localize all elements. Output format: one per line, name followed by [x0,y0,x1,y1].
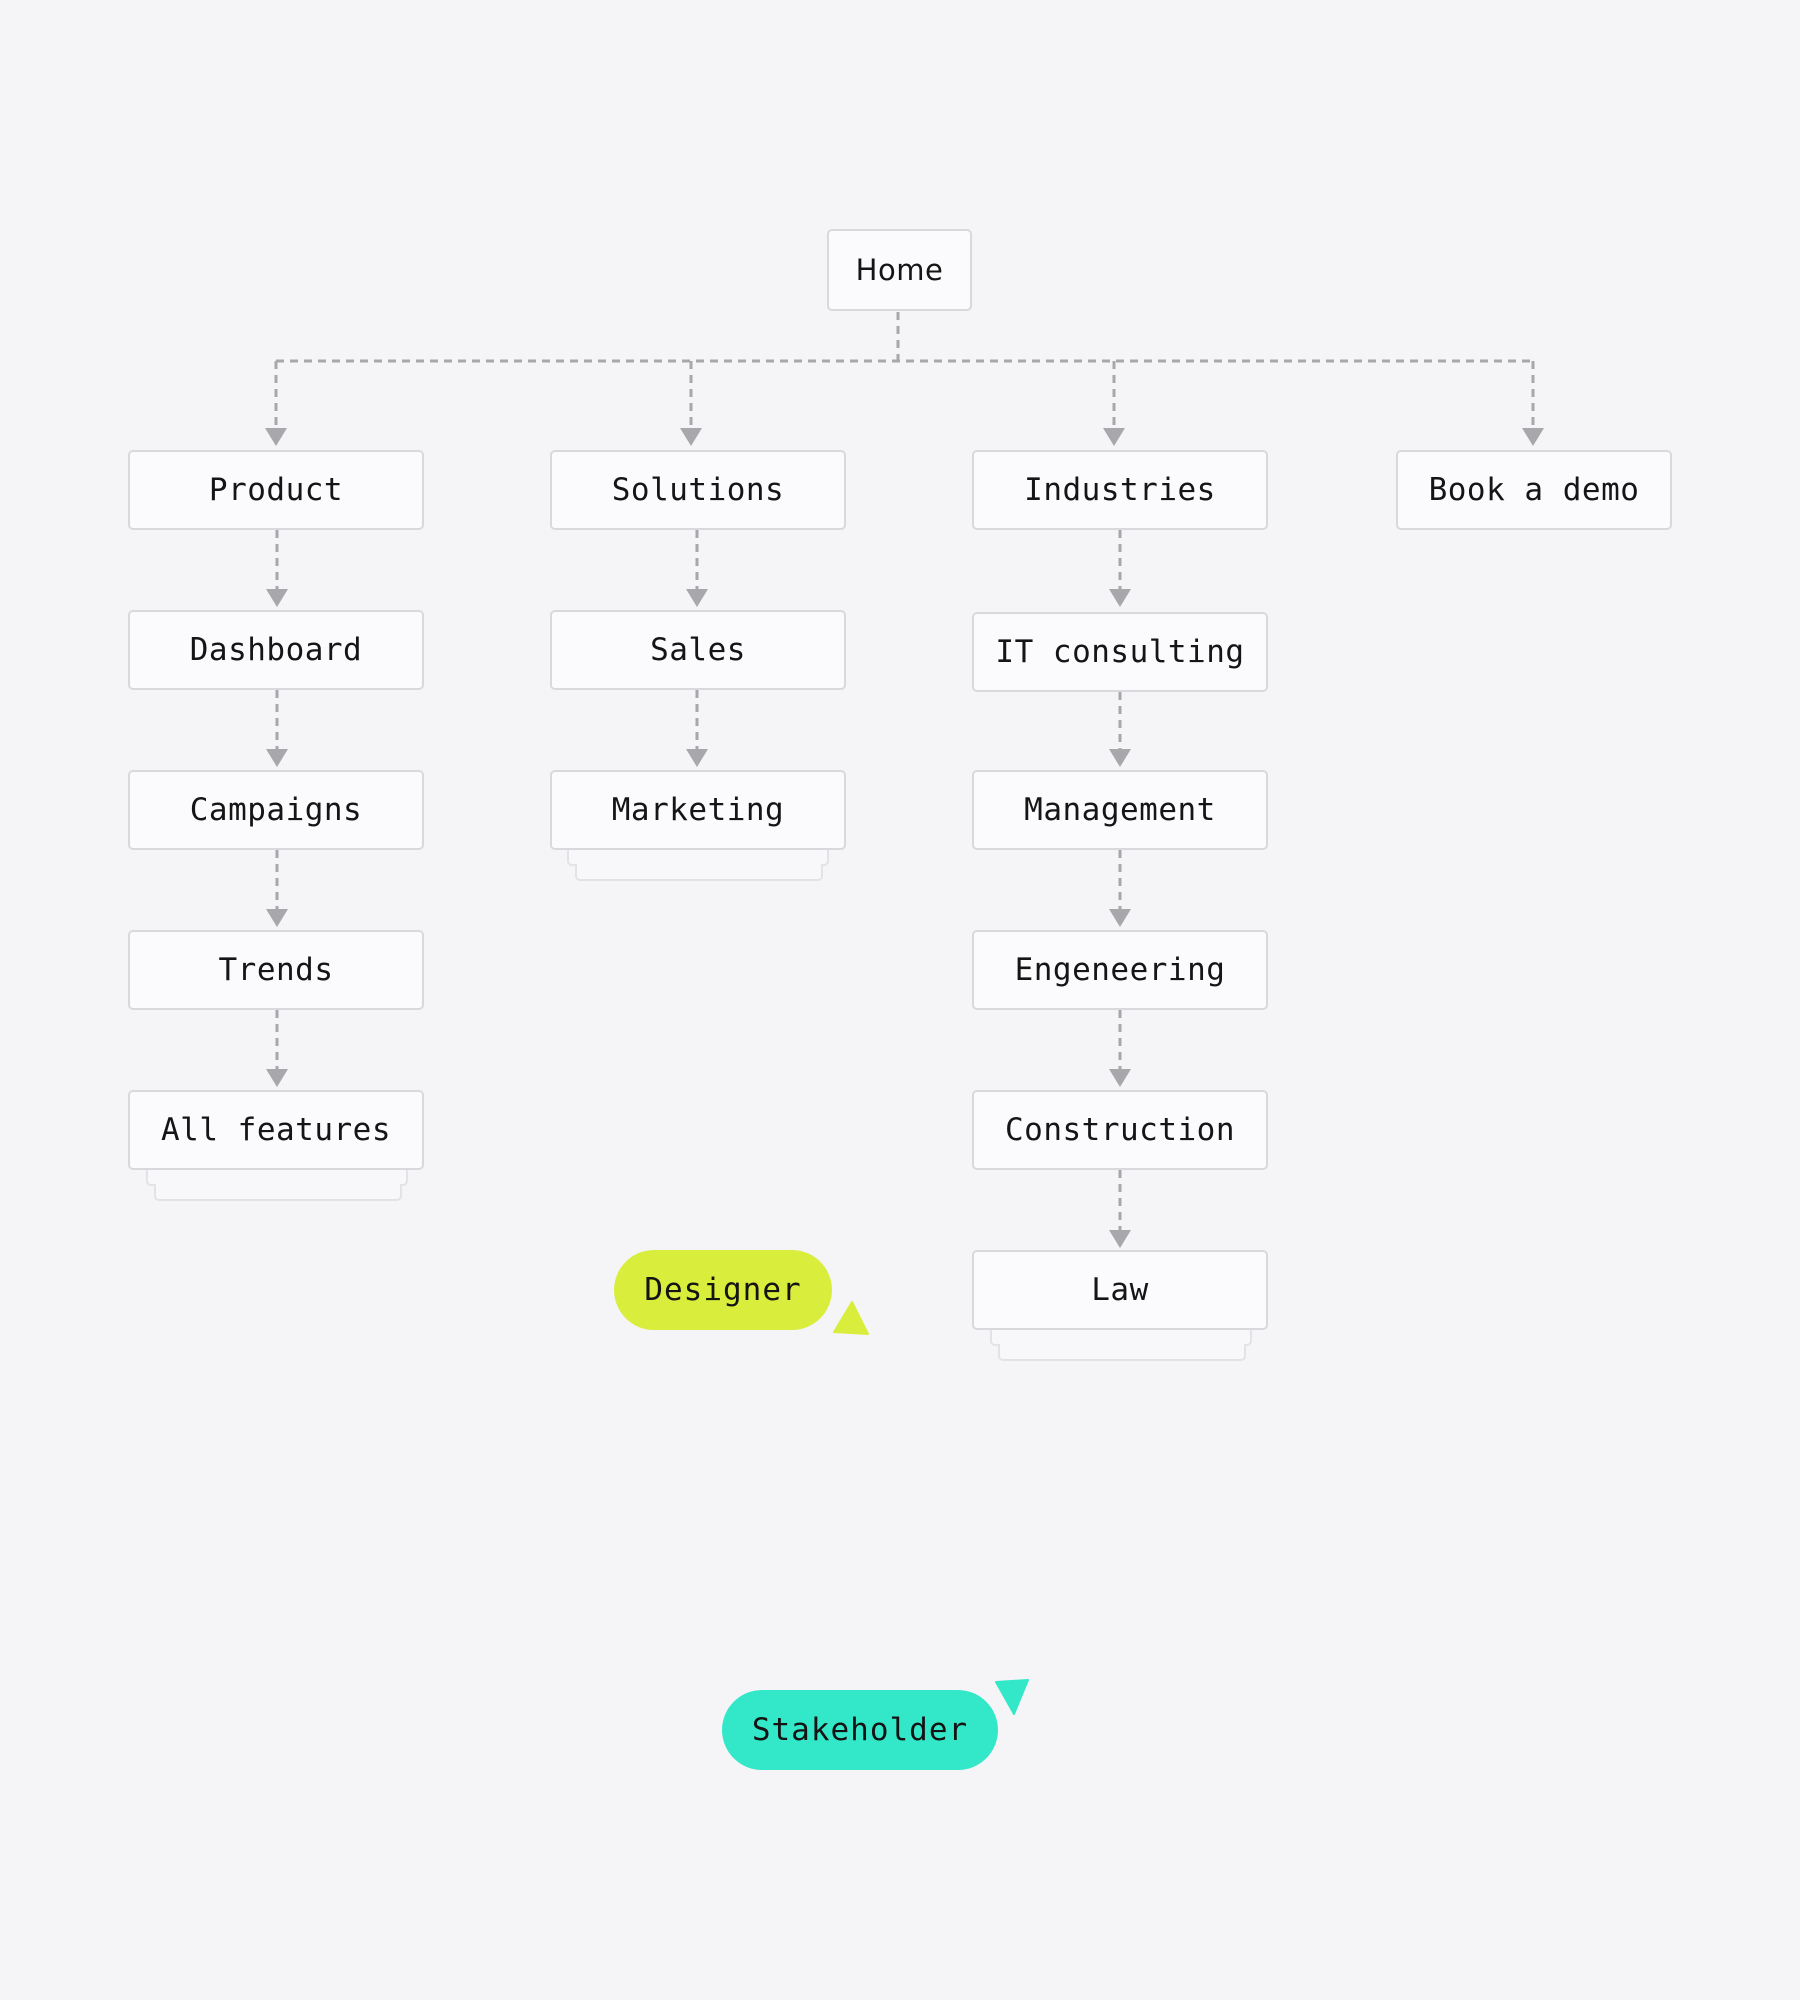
stack-layer-marketing-2 [575,864,823,881]
arrow-head-all-features [266,1069,288,1087]
node-book-a-demo[interactable]: Book a demo [1396,450,1672,530]
node-product[interactable]: Product [128,450,424,530]
stakeholder-cursor-icon [995,1679,1029,1715]
arrow-head-product [265,428,287,446]
arrow-head-solutions [680,428,702,446]
arrow-head-law [1109,1230,1131,1248]
arrow-head-industries [1103,428,1125,446]
node-home[interactable]: Home [827,229,972,311]
arrow-head-marketing [686,749,708,767]
node-engeneering[interactable]: Engeneering [972,930,1268,1010]
node-solutions[interactable]: Solutions [550,450,846,530]
node-trends[interactable]: Trends [128,930,424,1010]
node-sales[interactable]: Sales [550,610,846,690]
stack-layer-all-features-2 [154,1184,402,1201]
arrow-head-book-demo [1522,428,1544,446]
node-all-features[interactable]: All features [128,1090,424,1170]
arrow-head-construction [1109,1069,1131,1087]
designer-cursor-label: Designer [614,1250,832,1330]
node-dashboard[interactable]: Dashboard [128,610,424,690]
node-it-consulting[interactable]: IT consulting [972,612,1268,692]
node-marketing[interactable]: Marketing [550,770,846,850]
arrow-head-sales [686,589,708,607]
arrow-head-engeneering [1109,909,1131,927]
arrow-head-management [1109,749,1131,767]
stakeholder-cursor-label: Stakeholder [722,1690,998,1770]
arrow-head-it-consulting [1109,589,1131,607]
arrow-head-dashboard [266,589,288,607]
arrow-head-campaigns [266,749,288,767]
node-industries[interactable]: Industries [972,450,1268,530]
designer-cursor-icon [833,1301,869,1335]
node-law[interactable]: Law [972,1250,1268,1330]
node-construction[interactable]: Construction [972,1090,1268,1170]
arrow-head-trends [266,909,288,927]
stack-layer-law-2 [998,1344,1246,1361]
node-management[interactable]: Management [972,770,1268,850]
node-campaigns[interactable]: Campaigns [128,770,424,850]
